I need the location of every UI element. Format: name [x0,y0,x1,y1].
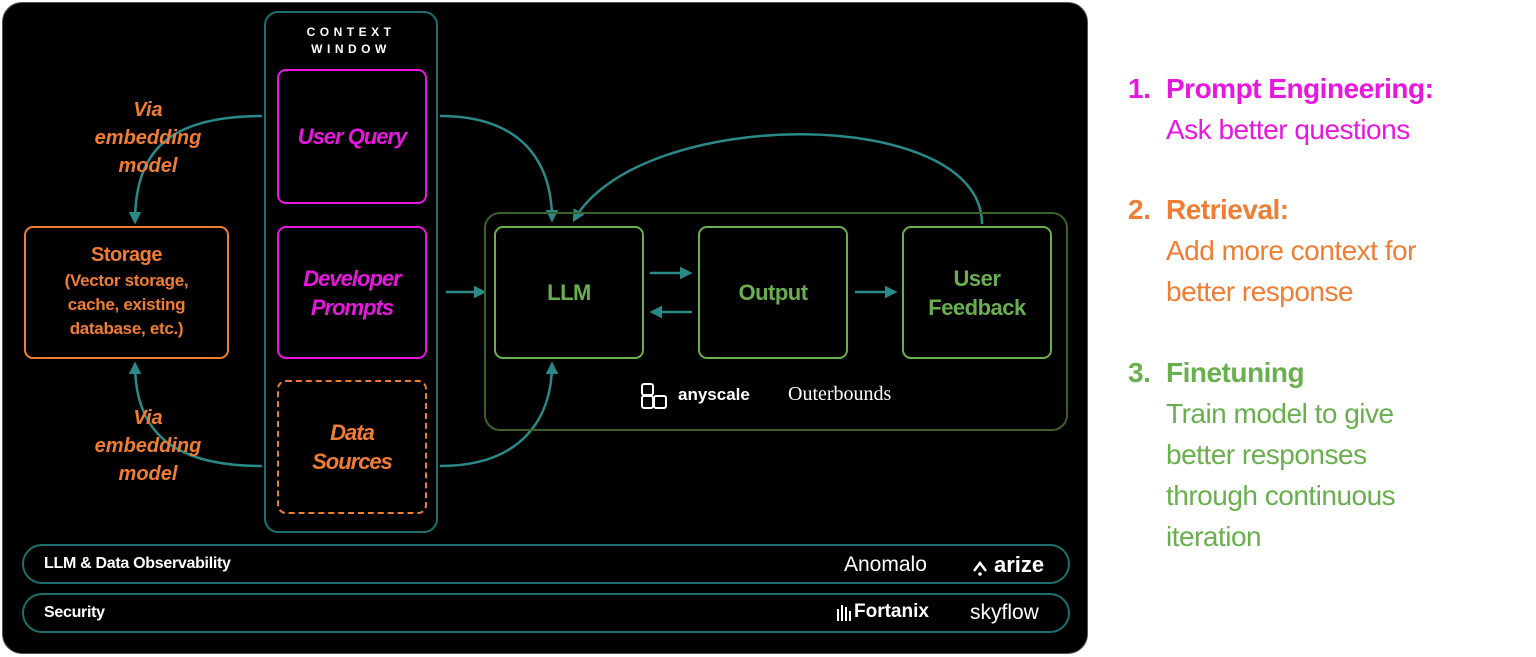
arrow-query-to-llm [439,114,559,223]
arrow-sources-to-storage [128,361,263,468]
user-query-box: User Query [277,69,427,204]
anomalo-logo: Anomalo [844,553,927,576]
outerbounds-logo: Outerbounds [788,383,892,405]
legend-item-retrieval: 2.Retrieval: Add more context for better… [1128,194,1416,307]
pipeline-group [484,212,1068,431]
context-window-title: CONTEXT WINDOW [306,25,396,56]
user-feedback-box: User Feedback [902,226,1052,359]
developer-prompts-box: Developer Prompts [277,226,427,359]
security-bar: Security Fortanix skyflow [22,593,1070,633]
legend-item-prompt-engineering: 1.Prompt Engineering: Ask better questio… [1128,73,1434,145]
storage-box: Storage (Vector storage, cache, existing… [24,226,229,359]
arrow-query-to-storage [128,114,263,225]
llm-box: LLM [494,226,644,359]
data-sources-box: Data Sources [277,380,427,514]
user-query-label: User Query [297,124,408,149]
arize-icon [973,560,987,576]
anyscale-icon [641,383,667,409]
legend-item-finetuning: 3.Finetuning Train model to give better … [1128,357,1396,552]
output-box: Output [698,226,848,359]
context-window [264,11,438,533]
observability-bar: LLM & Data Observability Anomalo arize [22,544,1070,584]
skyflow-logo: skyflow [970,601,1039,624]
fortanix-icon [837,605,851,621]
arrow-sources-to-llm [439,361,559,468]
storage-title: Storage [91,244,162,266]
arrow-feedback-to-llm [572,133,984,225]
